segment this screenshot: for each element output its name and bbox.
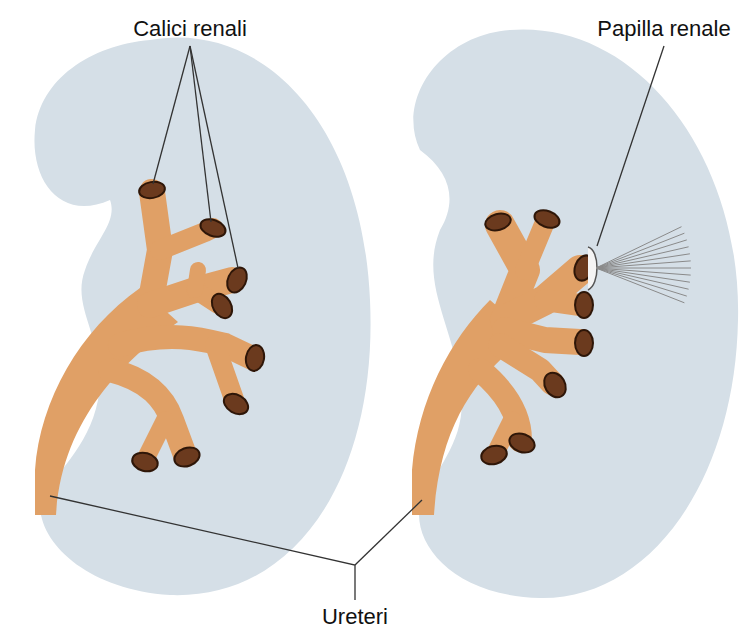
papilla-ray [596, 268, 691, 269]
papilla-ray [596, 268, 690, 282]
kidney-outline [413, 29, 738, 598]
papilla-ray [596, 254, 690, 268]
papilla-ray [596, 268, 687, 296]
renal-pelvis [412, 222, 580, 515]
part-label: Ureteri [322, 604, 388, 630]
part-label: Papilla renale [597, 16, 730, 42]
part-label: Calici renali [133, 16, 247, 42]
kidney-outline [34, 37, 370, 595]
renal-pelvis [35, 192, 252, 515]
papilla-ray [596, 261, 691, 268]
leader-line [50, 46, 664, 600]
papilla-ray [596, 240, 687, 268]
papilla-ray [596, 268, 684, 303]
papilla-rays [596, 227, 691, 303]
calyx-cup [130, 180, 597, 474]
renal-papilla [588, 247, 597, 290]
